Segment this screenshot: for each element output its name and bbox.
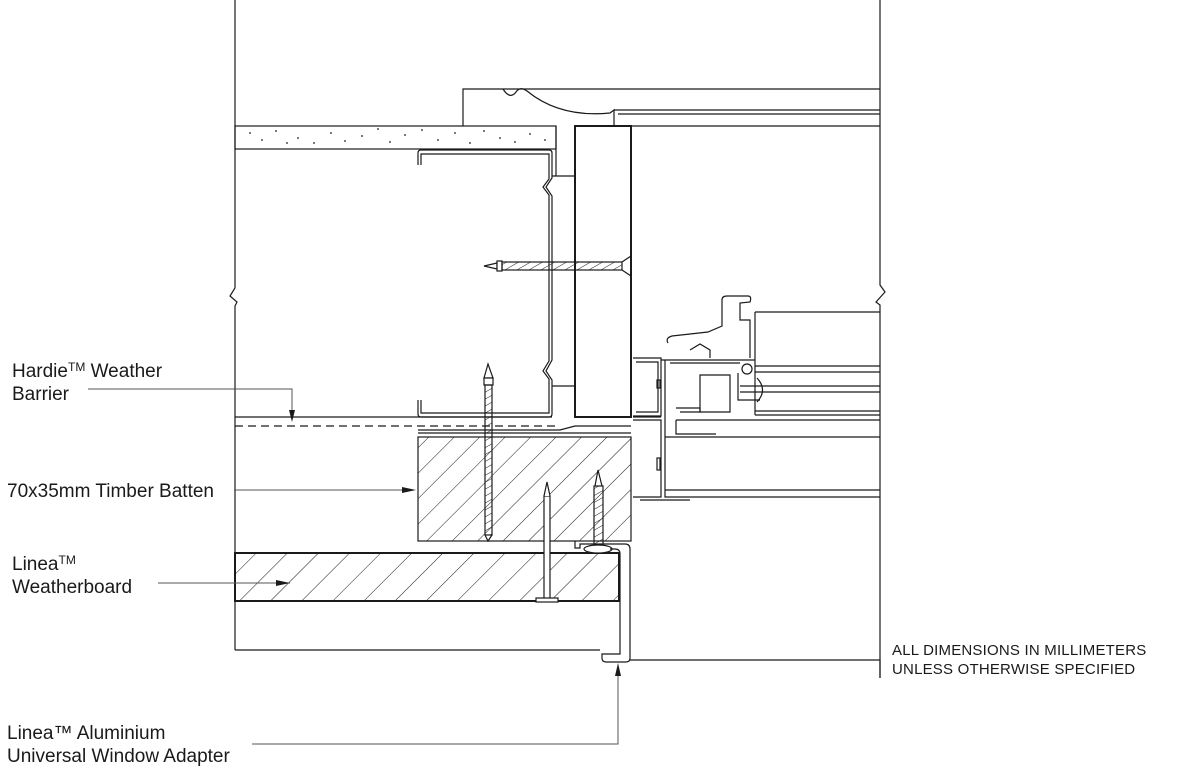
horizontal-screw [483,254,632,278]
adapter-screw [583,469,613,554]
arrowhead-weatherboard [276,580,290,586]
trademark-symbol: TM [67,360,86,374]
label-window-adapter: Linea™ Aluminium Universal Window Adapte… [7,722,230,768]
arrowhead-weather-barrier [289,410,295,422]
weatherboard-nail [535,481,559,603]
steel-stud-channel [417,149,575,418]
left-wall-break-line [229,0,238,650]
weatherboard [234,552,620,651]
window-frame-extrusion [633,295,880,501]
label-weatherboard: LineaTM Weatherboard [12,549,132,599]
label-text: 70x35mm Timber Batten [7,481,214,502]
arrowhead-window-adapter [615,663,621,676]
head-trim [462,88,880,127]
note-line2: UNLESS OTHERWISE SPECIFIED [892,661,1136,678]
leader-lines [88,388,619,745]
trademark-symbol: TM [58,553,76,567]
arrowhead-timber-batten [402,487,416,493]
label-text-line2: Weatherboard [12,577,133,598]
label-timber-batten: 70x35mm Timber Batten [7,480,214,503]
aluminium-window-adapter [574,541,880,663]
timber-jamb-post [555,125,632,418]
label-weather-barrier: HardieTM Weather Barrier [12,356,162,406]
label-text-line2: Barrier [12,384,70,405]
right-boundary-break-line [875,0,886,678]
vertical-screw-batten [483,362,494,543]
label-text: Weather [85,361,163,382]
leader-window-adapter [252,666,619,745]
label-brand: Hardie [12,361,68,382]
weather-barrier-line [235,416,631,434]
label-text-line2: Universal Window Adapter [7,746,230,767]
label-text: Linea™ Aluminium [7,723,166,744]
label-brand: Linea [12,554,59,575]
note-line1: ALL DIMENSIONS IN MILLIMETERS [892,642,1147,659]
dimensions-note: ALL DIMENSIONS IN MILLIMETERS UNLESS OTH… [892,641,1146,679]
leader-weather-barrier [88,388,293,418]
lintel-band [234,125,557,150]
